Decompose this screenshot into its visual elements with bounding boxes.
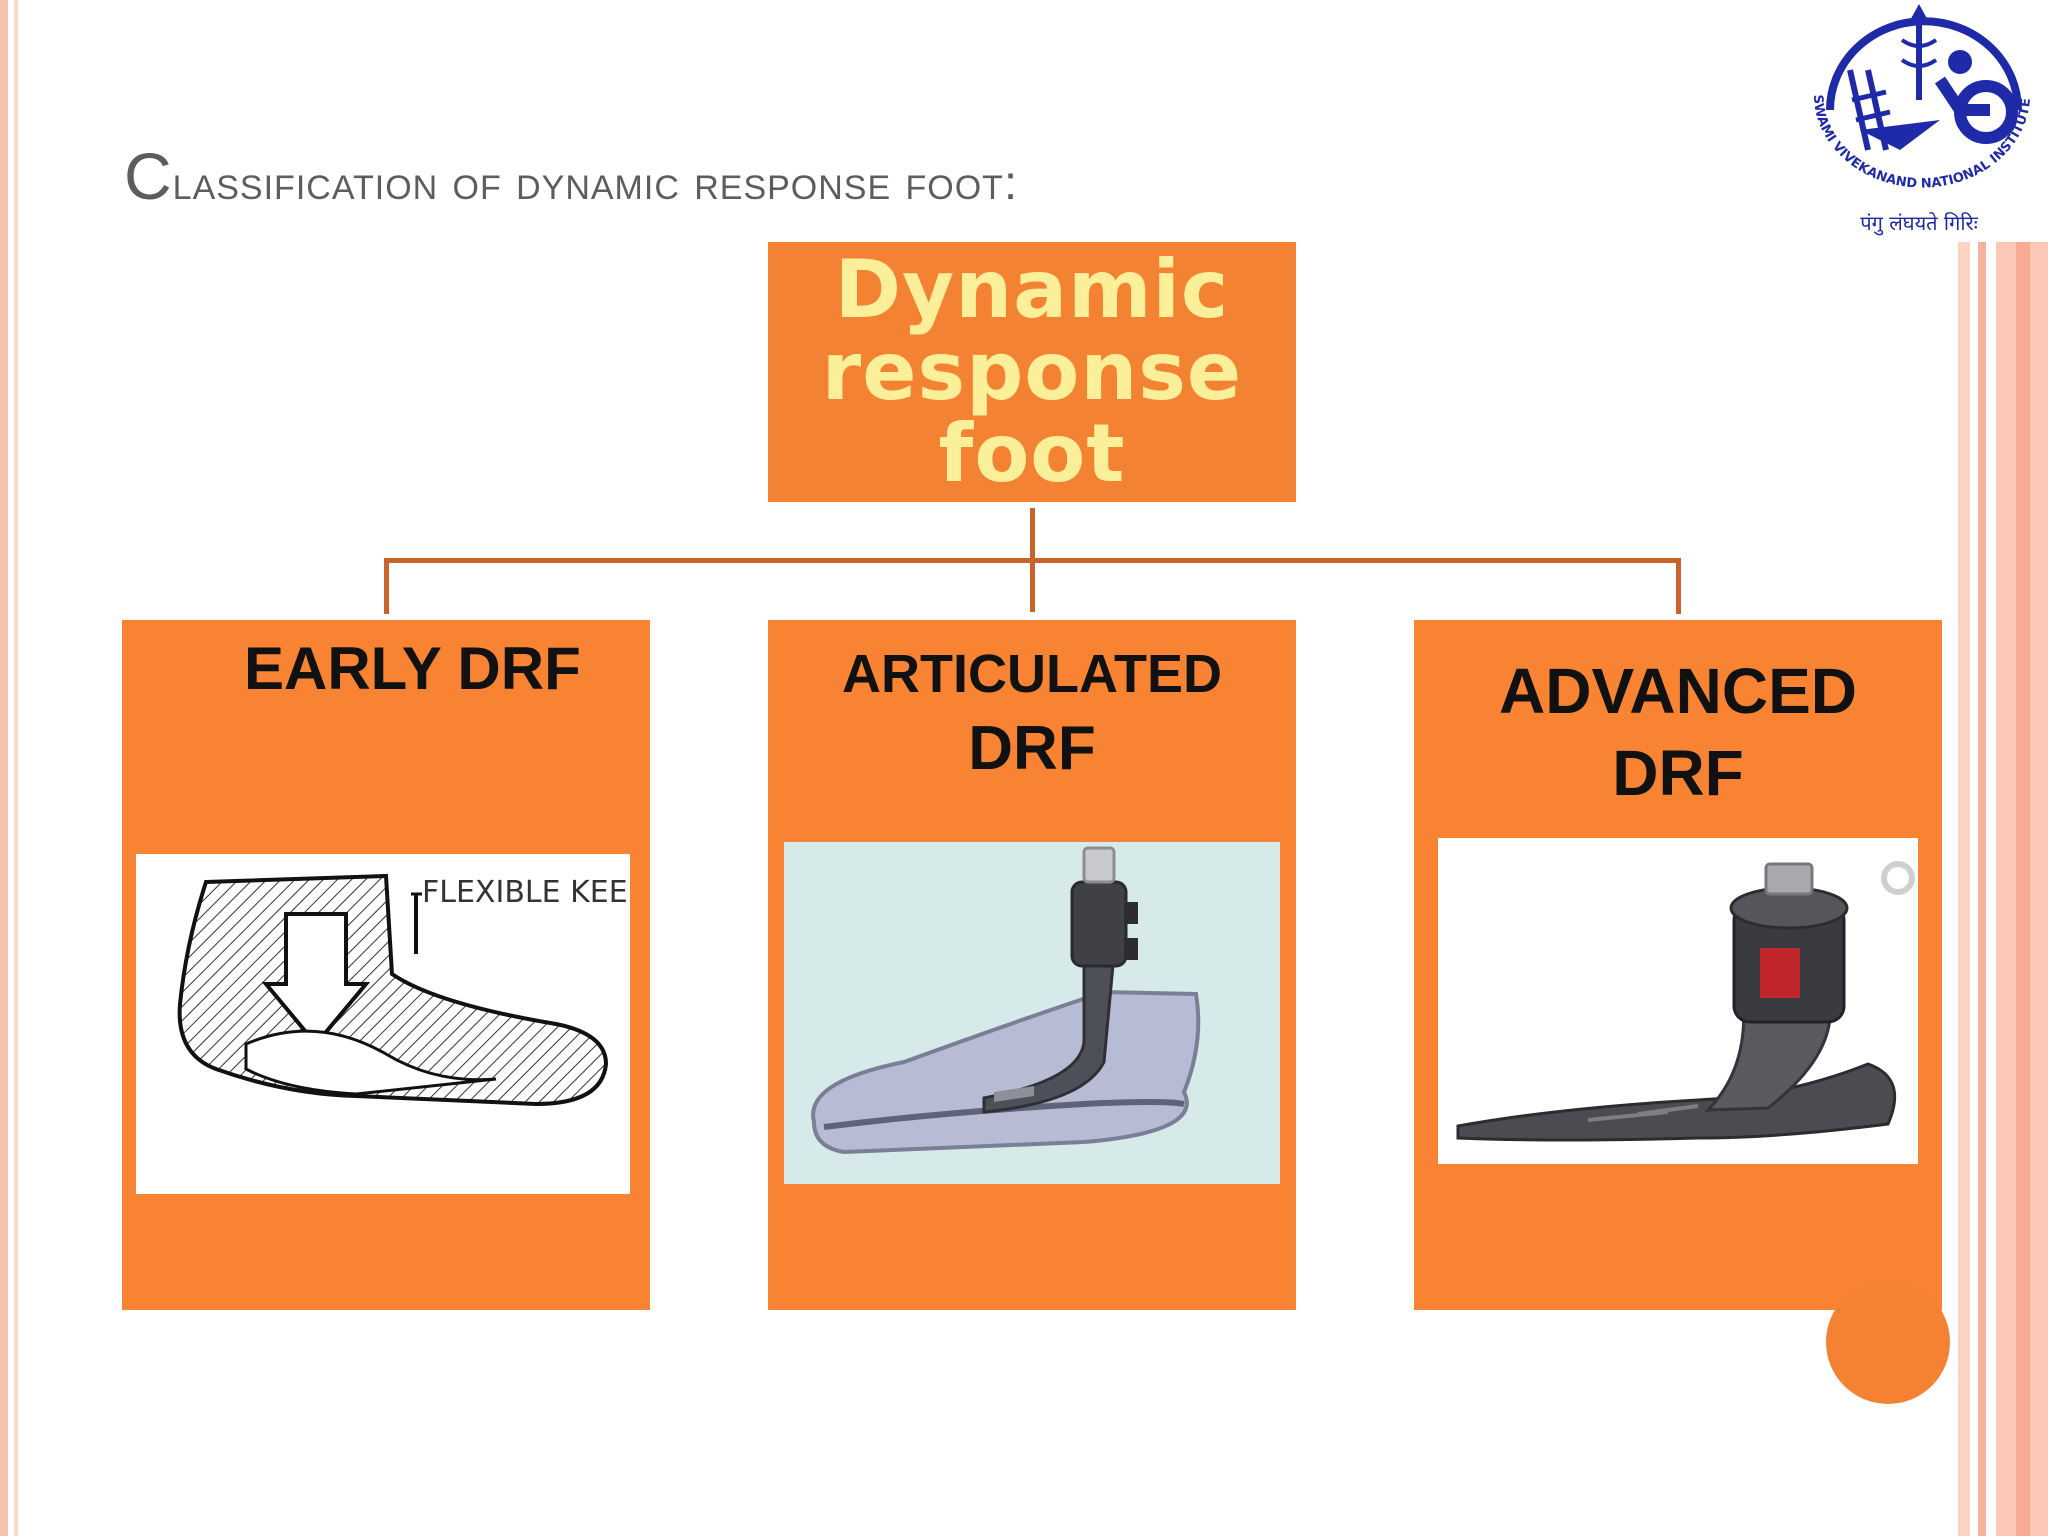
child-node-articulated-drf: ARTICULATED DRF [768,620,1296,1310]
slide-title-initial: C [124,139,173,213]
institute-logo-emblem-icon: SWAMI VIVEKANAND NATIONAL INSTITUTE OF R… [1790,0,2034,236]
logo-motto: पंगु लंघयते गिरिः [1860,211,1979,236]
articulated-drf-image [784,842,1280,1184]
logo-arc-text: SWAMI VIVEKANAND NATIONAL INSTITUTE OF R… [1790,0,2034,192]
slide-title: Classification of dynamic response foot: [124,138,1018,214]
child-label-early-drf: EARLY DRF [182,634,650,704]
child-label-advanced-line2: DRF [1612,737,1744,809]
connector-left-drop [384,558,389,614]
early-drf-sketch-image: FLEXIBLE KEEL [136,854,630,1194]
slide-title-rest: lassification of dynamic response foot: [172,157,1019,210]
root-node: Dynamic response foot [768,242,1296,502]
child-label-early-drf-line1: EARLY DRF [244,635,581,702]
root-node-label: Dynamic response foot [821,243,1243,500]
connector-horizontal [384,558,1681,563]
right-border-stripe-a [1958,0,1970,1536]
child-label-advanced-drf: ADVANCED DRF [1414,650,1942,814]
decorative-circle [1826,1280,1950,1404]
child-label-articulated-drf: ARTICULATED DRF [768,642,1296,792]
left-border-stripe [0,0,8,1536]
child-node-early-drf: EARLY DRF FLEXIBLE KEEL [122,620,650,1310]
articulated-drf-foot-icon [811,846,1201,1155]
flexible-keel-caption: FLEXIBLE KEEL [422,875,630,910]
advanced-drf-foot-icon [1456,861,1915,1142]
child-label-advanced-line1: ADVANCED [1499,655,1857,727]
child-label-articulated-line1: ARTICULATED [842,644,1222,704]
advanced-drf-image [1438,838,1918,1164]
institute-logo: SWAMI VIVEKANAND NATIONAL INSTITUTE OF R… [1790,0,2048,242]
early-drf-foot-sketch-icon: FLEXIBLE KEEL [177,873,630,1107]
right-border-stripe-b [1978,0,1986,1536]
logo-arc-textpath: SWAMI VIVEKANAND NATIONAL INSTITUTE OF R… [1790,0,2034,192]
right-border-stripe-d [2016,0,2030,1536]
child-node-advanced-drf: ADVANCED DRF [1414,620,1942,1310]
child-label-articulated-line2: DRF [968,714,1096,783]
connector-right-drop [1676,558,1681,614]
left-border-stripe-thin [14,0,18,1536]
